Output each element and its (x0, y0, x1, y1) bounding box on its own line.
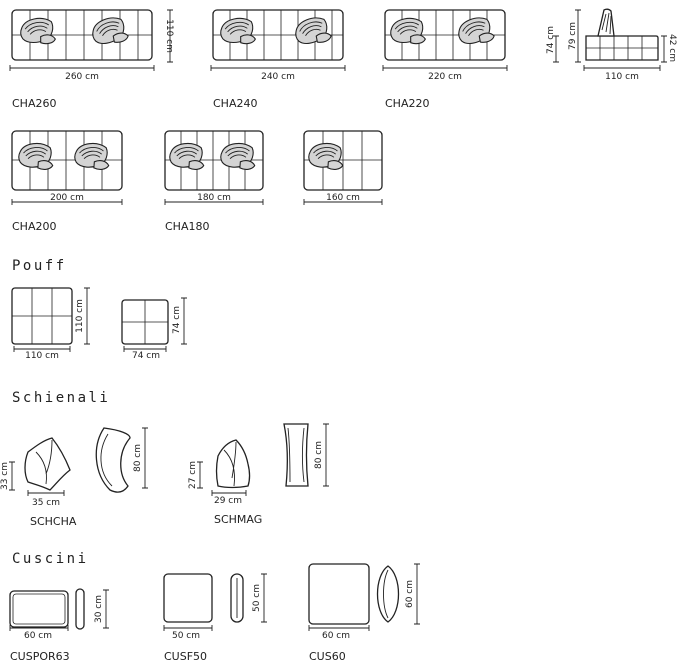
product-code: SCHCHA (30, 515, 77, 528)
module-cha260: 260 cm 110 cm CHA260 (9, 9, 174, 110)
product-code: CUSPOR63 (10, 650, 70, 663)
width-label: 180 cm (197, 193, 231, 203)
product-code: CHA180 (165, 220, 209, 233)
module-cha220: 220 cm CHA220 (382, 9, 508, 110)
module-cha240: 240 cm CHA240 (210, 9, 346, 110)
height-label: 42 cm (667, 34, 677, 62)
height-label: 79 cm (568, 22, 578, 50)
cushion-cus60: 60 cm 60 cm CUS60 (308, 563, 420, 663)
height-label: 60 cm (405, 580, 415, 608)
section-title-pouff: Pouff (12, 258, 67, 274)
depth-label: 110 cm (164, 19, 174, 53)
module-cha180: 180 cm CHA180 (164, 130, 264, 233)
height-label: 27 cm (188, 461, 198, 489)
width-label: 35 cm (32, 498, 60, 508)
product-code: CHA200 (12, 220, 56, 233)
backrest-schcha: 35 cm 33 cm SCHCHA 80 cm (0, 427, 148, 528)
width-label: 220 cm (428, 72, 462, 82)
height-label: 80 cm (133, 444, 143, 472)
width-label: 60 cm (322, 631, 350, 641)
width-label: 110 cm (605, 72, 639, 82)
product-code: CUSF50 (164, 650, 207, 663)
module-side-view: 74 cm 79 cm 42 cm 110 cm (546, 8, 677, 82)
width-label: 60 cm (24, 631, 52, 641)
section-title-cuscini: Cuscini (12, 551, 89, 567)
backrest-schmag: 29 cm 27 cm SCHMAG 80 cm (188, 423, 329, 526)
product-code: CHA240 (213, 97, 257, 110)
depth-label: 74 cm (172, 306, 182, 334)
pouff-74: 74 cm 74 cm (121, 297, 187, 361)
width-label: 260 cm (65, 72, 99, 82)
pouff-110: 110 cm 110 cm (11, 287, 90, 361)
product-code: CHA220 (385, 97, 429, 110)
width-label: 74 cm (132, 351, 160, 361)
width-label: 29 cm (214, 496, 242, 506)
height-label: 80 cm (314, 441, 324, 469)
height-label: 74 cm (546, 26, 556, 54)
width-label: 160 cm (326, 193, 360, 203)
cushion-cuspor63: 60 cm 30 cm CUSPOR63 (9, 588, 109, 663)
module-cha200: 200 cm CHA200 (11, 130, 123, 233)
width-label: 50 cm (172, 631, 200, 641)
width-label: 240 cm (261, 72, 295, 82)
depth-label: 110 cm (75, 299, 85, 333)
section-title-schienali: Schienali (12, 390, 110, 406)
cushion-cusf50: 50 cm 50 cm CUSF50 (163, 573, 267, 663)
width-label: 110 cm (25, 351, 59, 361)
product-code: CUS60 (309, 650, 346, 663)
width-label: 200 cm (50, 193, 84, 203)
height-label: 50 cm (252, 584, 262, 612)
height-label: 33 cm (0, 462, 10, 490)
module-160: 160 cm (303, 130, 383, 205)
product-code: CHA260 (12, 97, 56, 110)
product-code: SCHMAG (214, 513, 262, 526)
height-label: 30 cm (94, 595, 104, 623)
